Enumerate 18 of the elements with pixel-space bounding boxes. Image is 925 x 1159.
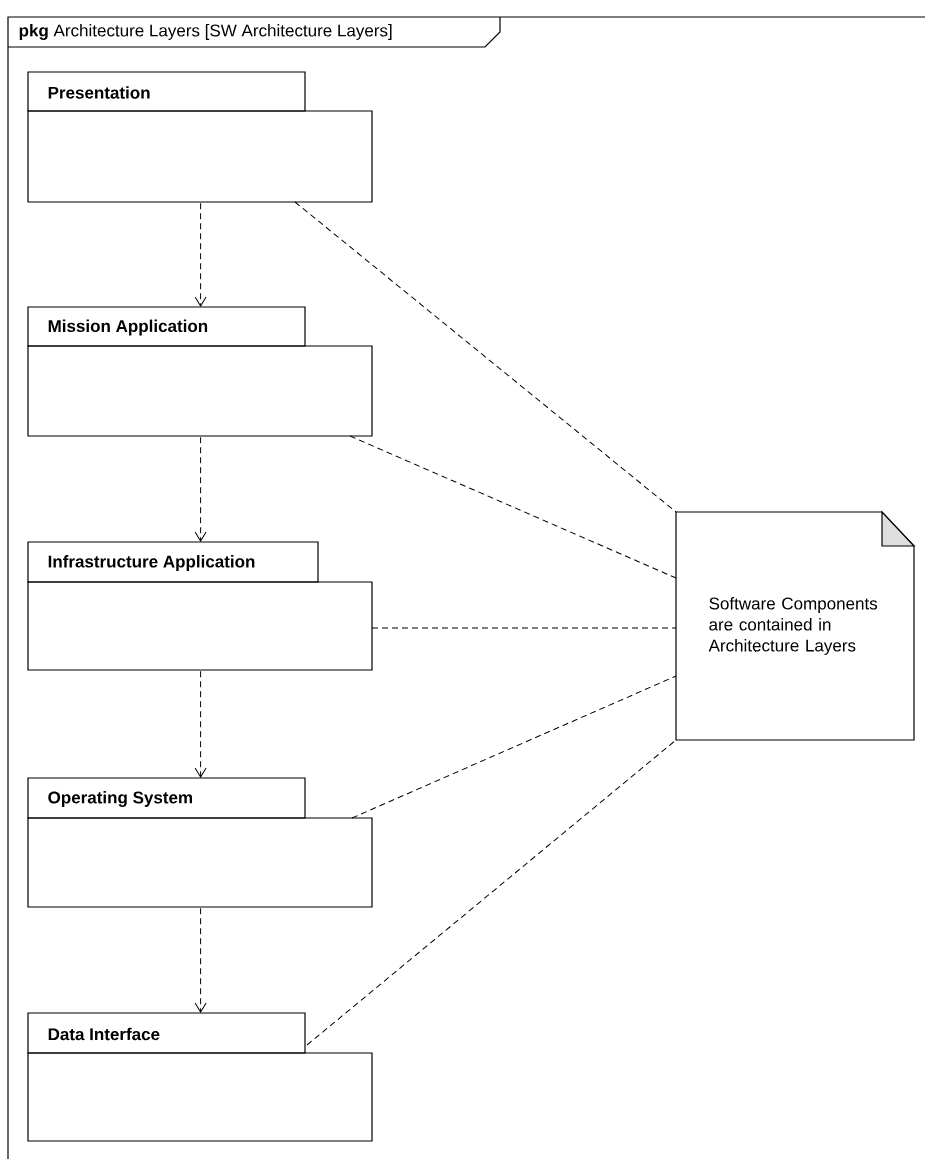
node-label: Infrastructure Application (48, 555, 255, 571)
dependency-arrow (194, 202, 207, 307)
node-label: Presentation (48, 86, 150, 99)
dependency-arrow (194, 670, 207, 778)
package-box: Presentation (27, 71, 373, 203)
dependency-arrow (194, 436, 207, 542)
node-label: Data Interface (48, 1027, 160, 1041)
dashed-line (349, 435, 677, 579)
node-label: Operating System (48, 791, 193, 807)
package-box: Mission Application (27, 306, 373, 437)
package-box: Infrastructure Application (27, 541, 373, 671)
dashed-line (294, 201, 677, 513)
dependency-arrow (194, 907, 207, 1013)
node-label: Mission Application (48, 319, 208, 336)
package-box: Operating System (27, 777, 373, 908)
dashed-line (371, 627, 677, 629)
package-box: Data Interface (27, 1012, 373, 1142)
dashed-line (351, 675, 677, 819)
